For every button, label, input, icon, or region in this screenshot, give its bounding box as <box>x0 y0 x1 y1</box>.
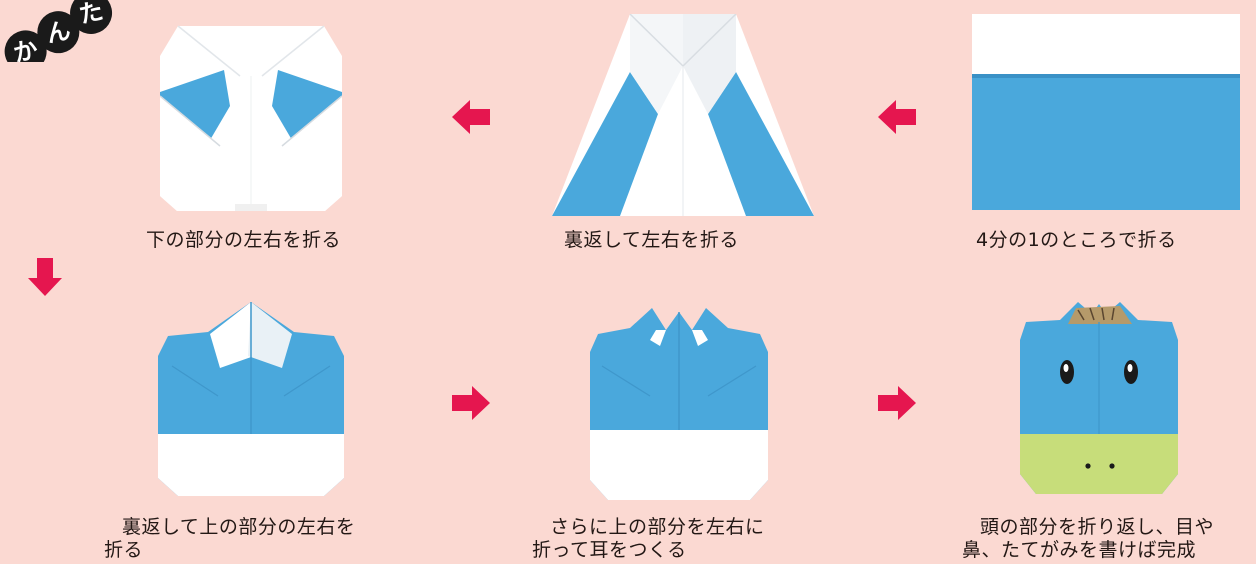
caption-line: 折る <box>104 539 144 561</box>
step-5-caption: さらに上の部分を左右に 折って耳をつくる <box>532 516 765 562</box>
caption-line: 裏返して左右を折る <box>564 229 739 251</box>
step-1-image <box>972 14 1240 210</box>
step-2-image <box>552 14 814 216</box>
step-1-caption: 4分の1のところで折る <box>976 229 1177 252</box>
caption-line: 4分の1のところで折る <box>976 229 1177 251</box>
step-6-caption: 頭の部分を折り返し、目や 鼻、たてがみを書けば完成 <box>962 516 1214 562</box>
caption-line: 裏返して上の部分の左右を <box>122 516 356 538</box>
red-arrow-left-icon <box>452 98 490 136</box>
red-arrow-right-icon <box>452 384 490 422</box>
caption-line: 鼻、たてがみを書けば完成 <box>962 539 1197 561</box>
corner-tag: か ん た <box>0 0 180 73</box>
step-4-image <box>158 296 344 504</box>
step-3-image <box>160 16 342 224</box>
step-6-image <box>1020 298 1178 504</box>
corner-tag-char-2: ん <box>44 16 73 48</box>
caption-line: 下の部分の左右を折る <box>146 229 342 251</box>
red-arrow-left-icon <box>878 98 916 136</box>
caption-line: さらに上の部分を左右に <box>550 516 765 538</box>
red-arrow-right-icon <box>878 384 916 422</box>
step-5-image <box>590 300 768 506</box>
corner-tag-char-3: た <box>76 0 105 29</box>
step-4-caption: 裏返して上の部分の左右を 折る <box>104 516 355 562</box>
red-arrow-down-icon <box>26 258 64 296</box>
caption-line: 頭の部分を折り返し、目や <box>980 516 1215 538</box>
caption-line: 折って耳をつくる <box>532 539 687 561</box>
step-3-caption: 下の部分の左右を折る <box>146 229 341 252</box>
step-2-caption: 裏返して左右を折る <box>564 229 739 252</box>
